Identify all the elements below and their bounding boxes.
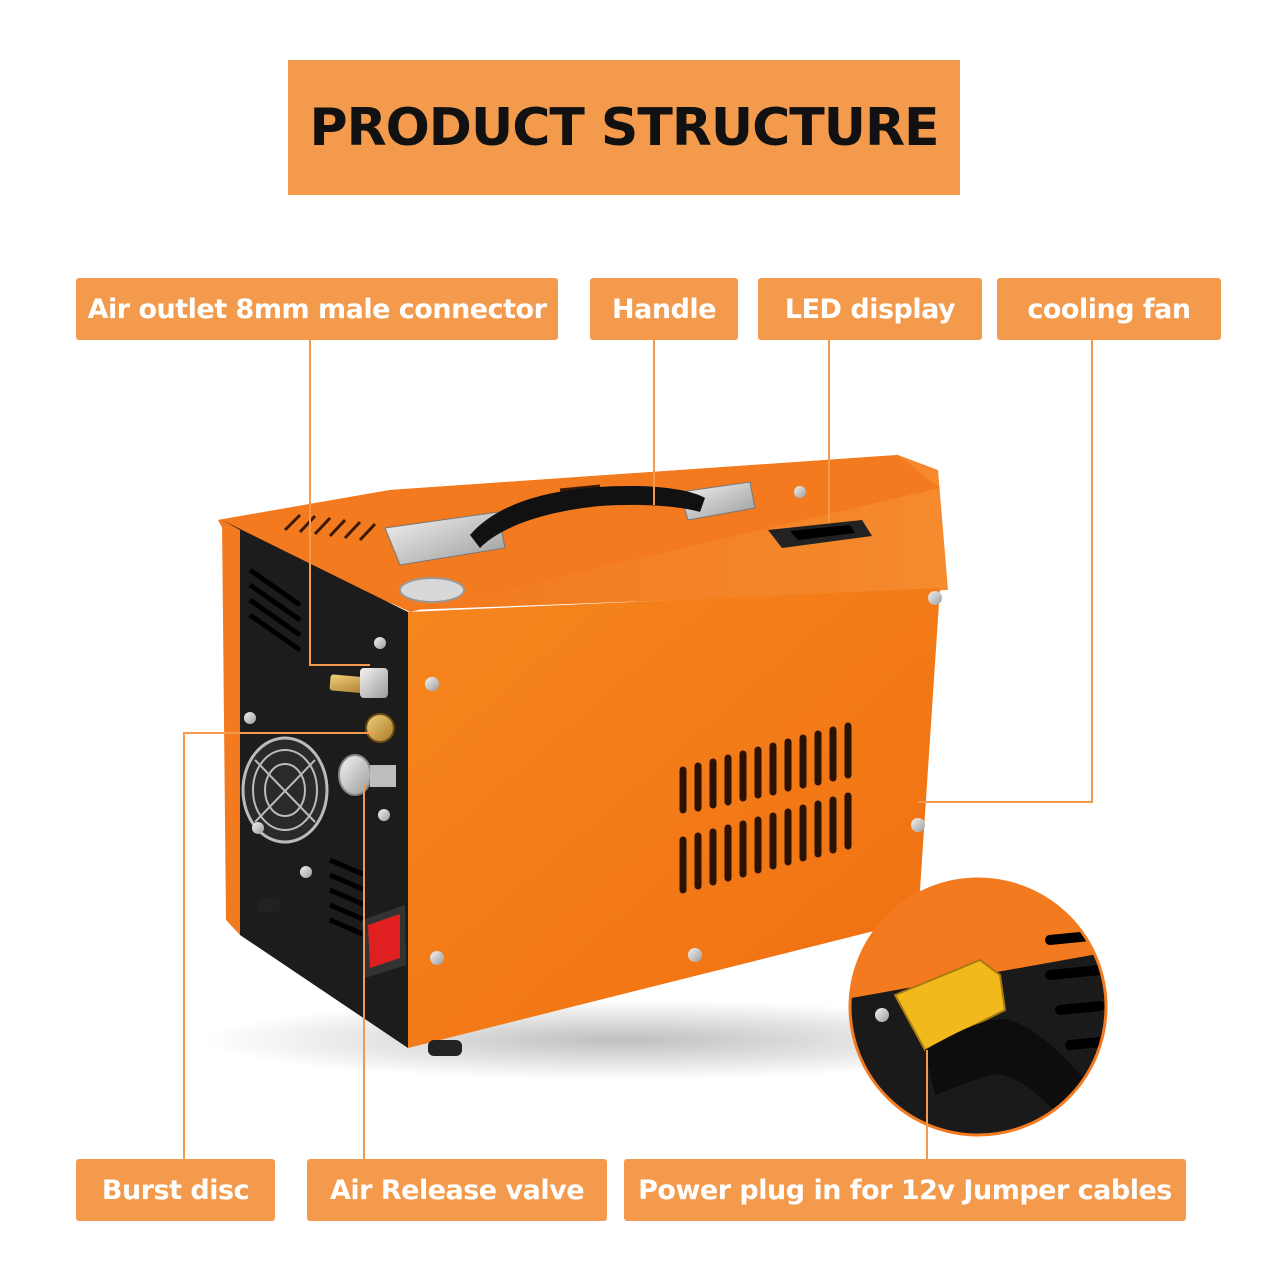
front-panel — [408, 588, 940, 1048]
handle-graphic — [384, 481, 756, 566]
air-outlet-graphic — [329, 668, 388, 698]
power-plug-zoom — [850, 879, 1106, 1135]
label-handle: Handle — [590, 278, 738, 340]
burst-disc-graphic — [365, 713, 395, 743]
power-switch-graphic — [362, 905, 406, 978]
title-banner: PRODUCT STRUCTURE — [288, 60, 960, 195]
label-air-release-valve: Air Release valve — [307, 1159, 607, 1221]
label-cooling-fan: cooling fan — [997, 278, 1221, 340]
page-title: PRODUCT STRUCTURE — [309, 97, 939, 158]
led-display-graphic — [768, 520, 872, 548]
gauge-graphic — [399, 577, 465, 603]
label-power-plug: Power plug in for 12v Jumper cables — [624, 1159, 1186, 1221]
label-led-display: LED display — [758, 278, 982, 340]
label-burst-disc: Burst disc — [76, 1159, 275, 1221]
front-vents — [679, 722, 852, 894]
callout-lines — [183, 340, 1093, 1159]
fan-graphic — [241, 712, 329, 878]
label-air-outlet: Air outlet 8mm male connector — [76, 278, 558, 340]
